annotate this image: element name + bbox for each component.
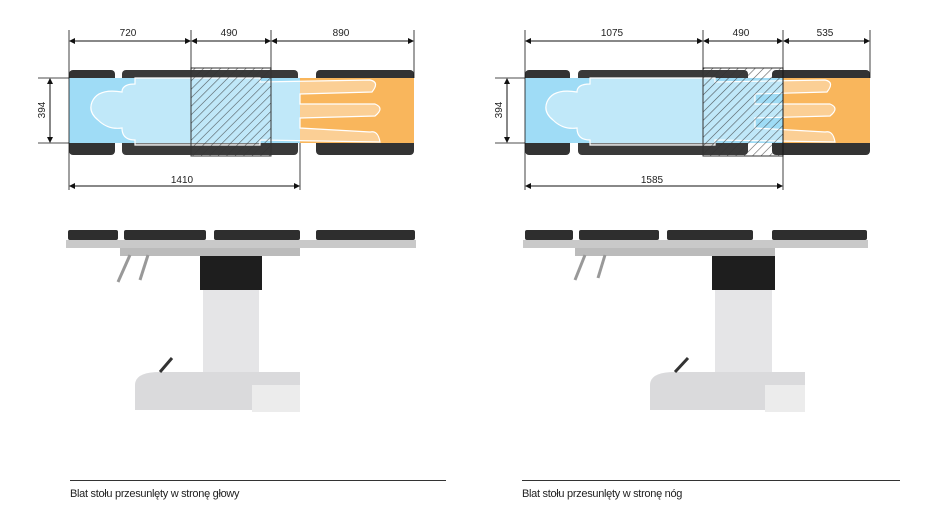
dim-foot-label: 535 (817, 28, 834, 39)
column-zone-hatch (190, 67, 272, 157)
base-foot (765, 385, 805, 412)
frame (575, 248, 775, 256)
dim-foot-label: 890 (333, 28, 350, 39)
dim-width-label: 394 (494, 101, 505, 118)
tabletop-segment (316, 230, 415, 240)
column-bellows (712, 256, 775, 290)
column (715, 290, 772, 385)
side-view-head-shift (66, 230, 416, 412)
dim-middle-label: 490 (733, 28, 750, 39)
caption-divider (70, 480, 446, 481)
caption-divider (522, 480, 900, 481)
pedal-lever (158, 357, 174, 373)
dim-total-label: 1585 (641, 175, 664, 186)
side-view-foot-shift (523, 230, 868, 412)
patient-silhouette (545, 77, 836, 146)
foot-zone (300, 78, 414, 143)
dim-total-label: 1410 (171, 175, 194, 186)
leg-lever (596, 254, 607, 279)
tabletop-segment (214, 230, 300, 240)
dim-head-label: 1075 (601, 28, 624, 39)
tabletop-segment (579, 230, 659, 240)
column-bellows (200, 256, 262, 290)
caption-foot-shift: Blat stołu przesunlęty w stronę nóg (522, 488, 683, 500)
pedal-lever (673, 356, 690, 374)
dim-middle-label: 490 (221, 28, 238, 39)
dim-head-label: 720 (120, 28, 137, 39)
leg-lever (573, 254, 587, 281)
tabletop-segment (68, 230, 118, 240)
tabletop-segment (124, 230, 206, 240)
caption-head-shift: Blat stołu przesunlęty w stronę głowy (70, 488, 240, 500)
leg-lever (116, 254, 132, 283)
tabletop-segment (772, 230, 867, 240)
base-foot (252, 385, 300, 412)
tabletop-segment (525, 230, 573, 240)
column-zone-hatch (702, 67, 784, 157)
side-rail (66, 240, 416, 248)
column (203, 290, 259, 385)
leg-lever (138, 254, 150, 281)
frame (120, 248, 300, 256)
side-rail (523, 240, 868, 248)
dim-width-label: 394 (37, 101, 48, 118)
top-view-head-shift: 720 490 890 1410 394 (37, 28, 415, 190)
top-view-foot-shift: 1075 490 535 1585 394 (494, 28, 871, 190)
tabletop-segment (667, 230, 753, 240)
